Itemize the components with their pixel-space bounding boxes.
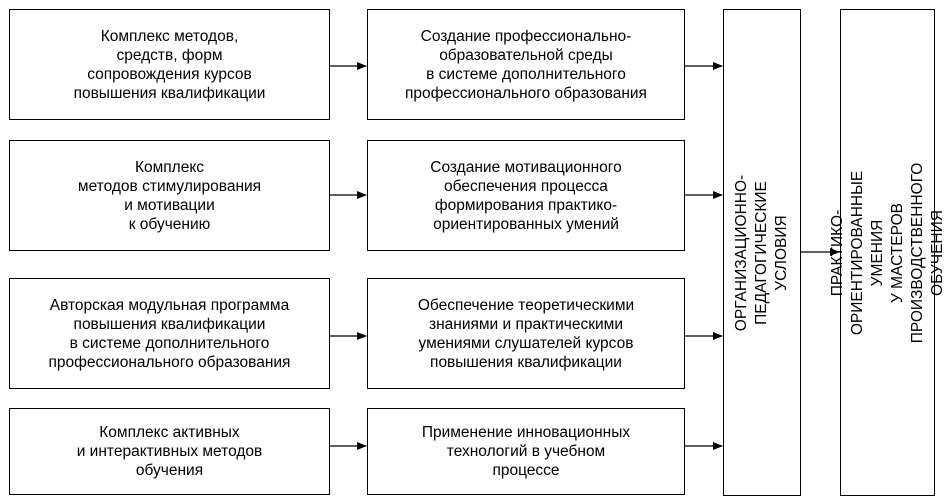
outcome-box-1: Создание профессионально- образовательно… [367,9,685,120]
outcome-box-2: Создание мотивационного обеспечения проц… [367,140,685,251]
outcome-box-4: Применение инновационных технологий в уч… [367,408,685,495]
method-box-2: Комплекс методов стимулирования и мотива… [9,140,330,251]
method-box-1: Комплекс методов, средств, форм сопровож… [9,9,330,120]
method-box-3: Авторская модульная программа повышения … [9,278,330,389]
outcome-box-4-text: Применение инновационных технологий в уч… [421,424,631,479]
outcome-box-1-text: Создание профессионально- образовательно… [405,27,647,102]
outcome-box-3: Обеспечение теоретическими знаниями и пр… [367,278,685,389]
result-box: ПРАКТИКО-ОРИЕНТИРОВАННЫЕ УМЕНИЯ У МАСТЕР… [829,9,944,496]
outcome-box-3-text: Обеспечение теоретическими знаниями и пр… [417,296,635,371]
conditions-box: ОРГАНИЗАЦИОННО-ПЕДАГОГИЧЕСКИЕ УСЛОВИЯ [723,9,801,496]
method-box-1-text: Комплекс методов, средств, форм сопровож… [73,27,266,102]
method-box-4-text: Комплекс активных и интерактивных методо… [76,424,263,479]
method-box-3-text: Авторская модульная программа повышения … [48,296,291,371]
method-box-4: Комплекс активных и интерактивных методо… [9,408,330,495]
outcome-box-2-text: Создание мотивационного обеспечения проц… [430,158,622,233]
method-box-2-text: Комплекс методов стимулирования и мотива… [77,158,262,233]
